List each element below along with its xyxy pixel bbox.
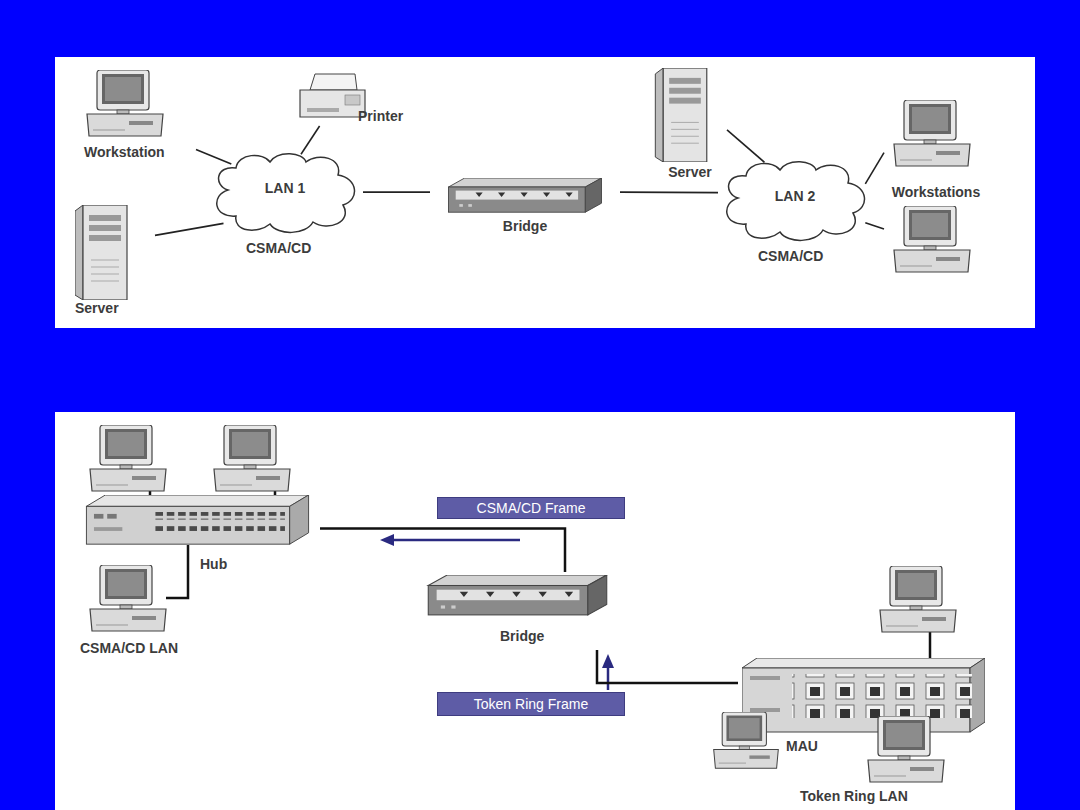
frame-tag: Token Ring Frame <box>437 692 625 716</box>
network-link <box>865 223 884 229</box>
printer: Printer <box>292 72 430 126</box>
node-sublabel: CSMA/CD <box>246 240 311 256</box>
node-label: LAN 1 <box>265 180 305 196</box>
network-label: Token Ring LAN <box>800 788 908 804</box>
node-label: Server <box>668 164 712 180</box>
node-label: Hub <box>200 556 227 572</box>
lan-cloud: LAN 1 CSMA/CD <box>208 150 363 258</box>
network-cable <box>320 529 565 572</box>
server: Server <box>645 66 727 182</box>
network-label: CSMA/CD LAN <box>80 640 178 656</box>
bridge: Bridge <box>430 176 620 238</box>
node-label: Server <box>75 300 119 316</box>
server: Server <box>70 200 155 318</box>
network-link <box>865 153 884 184</box>
network-link <box>363 191 430 193</box>
network-link <box>620 191 718 193</box>
lan-cloud: LAN 2 CSMA/CD <box>718 158 873 266</box>
workstations: Workstations <box>884 98 1000 280</box>
node-label: CSMA/CD Frame <box>477 500 586 516</box>
network-link <box>727 130 765 163</box>
network-link <box>196 150 231 164</box>
network-link <box>155 223 224 235</box>
mau: MAU <box>738 656 988 756</box>
node-label: LAN 2 <box>775 188 815 204</box>
node-label: Printer <box>358 108 403 124</box>
bridge: Bridge <box>405 572 632 650</box>
node-label: Bridge <box>503 218 547 234</box>
frame-tag: CSMA/CD Frame <box>437 497 625 519</box>
network-cable <box>597 650 738 683</box>
node-label: Bridge <box>500 628 544 644</box>
node-label: Workstation <box>84 144 165 160</box>
hub: Hub <box>75 493 320 574</box>
network-link <box>301 126 320 154</box>
workstation: Workstation <box>78 68 196 164</box>
node-sublabel: CSMA/CD <box>758 248 823 264</box>
node-label: Token Ring Frame <box>474 696 588 712</box>
node-label: MAU <box>786 738 818 754</box>
node-label: Workstations <box>892 184 980 200</box>
